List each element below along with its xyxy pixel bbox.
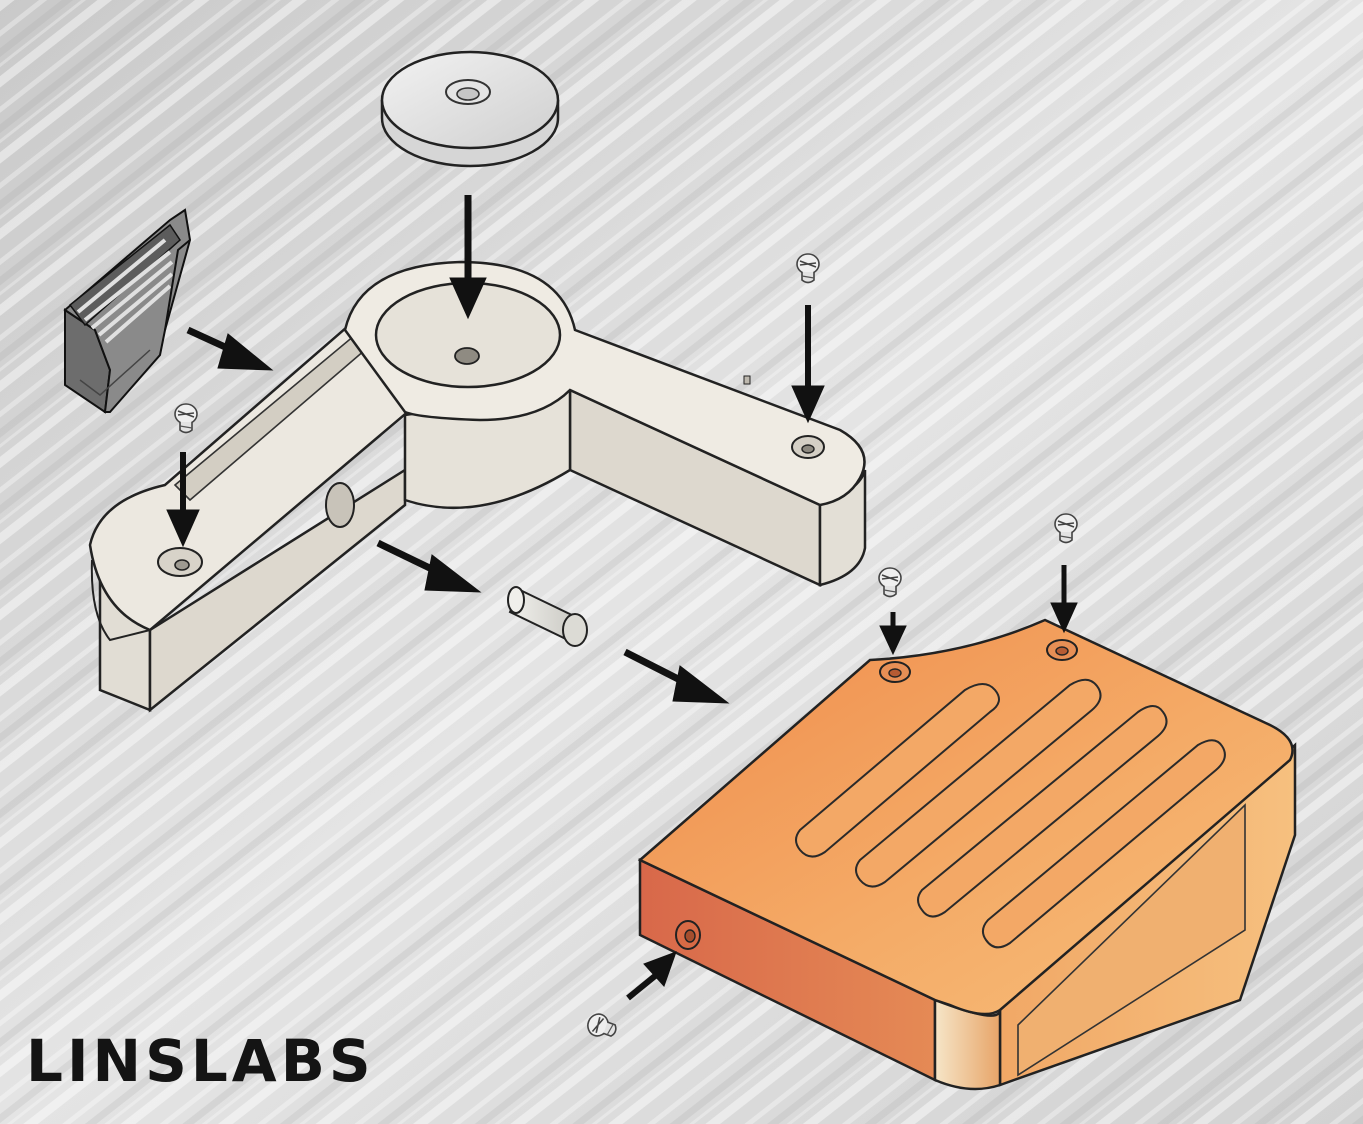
clip-insert — [63, 208, 192, 414]
l-bracket — [88, 260, 867, 713]
arrow-down-icon — [166, 452, 200, 548]
arrow-down-icon — [791, 305, 825, 424]
arrow-down-icon — [1050, 565, 1078, 634]
arrow-down-icon — [879, 612, 907, 656]
arrow-right-icon — [186, 326, 274, 371]
arrow-right-icon — [376, 539, 482, 593]
brand-logo: LINSLABS — [26, 1027, 375, 1095]
arrow-up-right-icon — [626, 951, 677, 1001]
slotted-plate — [637, 618, 1297, 1091]
arrow-right-icon — [623, 648, 730, 704]
magnet-disc — [380, 50, 560, 168]
pin — [507, 586, 588, 647]
arrow-down-icon — [449, 195, 487, 320]
assembly-arrows — [166, 195, 1078, 1001]
